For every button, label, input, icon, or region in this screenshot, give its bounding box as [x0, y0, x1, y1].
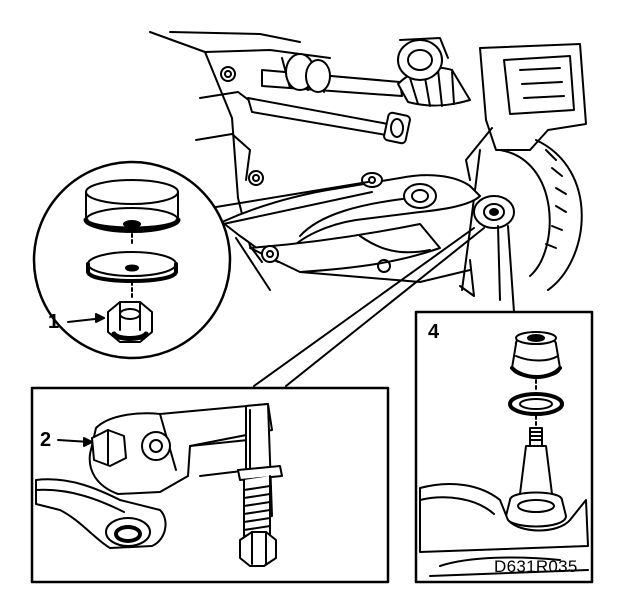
- callout-2: 2: [40, 429, 52, 451]
- drawing-code: D631R035: [494, 557, 578, 576]
- leader-lines: [209, 181, 515, 387]
- ball-joint-exploded-detail: [414, 310, 594, 584]
- callout-1: 1: [48, 311, 60, 333]
- bushing-exploded-detail: [32, 160, 232, 360]
- ball-joint-separator-detail: [30, 386, 390, 584]
- dust-boot: [510, 331, 562, 379]
- retaining-ring: [508, 392, 564, 416]
- upper-bushing: [83, 179, 181, 233]
- suspension-assembly: [149, 31, 587, 297]
- washer: [86, 251, 178, 283]
- lock-nut: [107, 301, 153, 343]
- ball-joint-stud: [505, 427, 567, 528]
- callout-4: 4: [428, 321, 440, 343]
